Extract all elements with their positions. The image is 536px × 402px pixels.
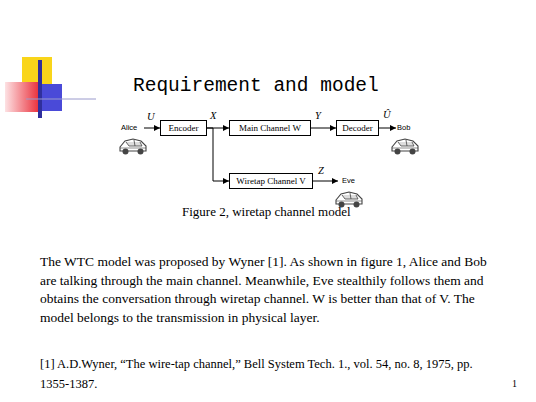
- party-name: Eve: [342, 176, 355, 185]
- channel-box: Wiretap Channel V: [229, 173, 313, 189]
- box-label: Encoder: [169, 123, 199, 133]
- car-icon: [120, 139, 146, 155]
- signal-name: X: [210, 109, 216, 122]
- signal-name: Z: [318, 164, 324, 177]
- channel-box: Encoder: [160, 120, 207, 136]
- signal-name: Y: [315, 109, 321, 122]
- red-gradient-square: [5, 82, 42, 112]
- car-icon: [392, 139, 418, 155]
- reference-note: [1] A.D.Wyner, “The wire-tap channel,” B…: [40, 354, 492, 394]
- channel-box: Decoder: [336, 120, 379, 136]
- wiretap-output-arrow: [313, 181, 338, 182]
- signal-arrow: [311, 128, 336, 129]
- party-name: Alice: [121, 123, 137, 132]
- box-label: Wiretap Channel V: [236, 176, 305, 186]
- party-name: Bob: [397, 123, 410, 132]
- blue-bar: [38, 60, 42, 118]
- slide-title: Requirement and model: [133, 74, 379, 98]
- output-arrow: [379, 128, 396, 129]
- figure-caption: Figure 2, wiretap channel model: [182, 204, 351, 220]
- body-paragraph: The WTC model was proposed by Wyner [1].…: [40, 253, 494, 327]
- box-label: Main Channel W: [239, 123, 301, 133]
- channel-box: Main Channel W: [229, 120, 311, 136]
- signal-name: U: [147, 110, 155, 123]
- input-arrow: [144, 128, 160, 129]
- decor-line: [26, 99, 96, 100]
- signal-name: Û: [383, 108, 391, 121]
- signal-arrow: [207, 128, 229, 181]
- box-label: Decoder: [342, 123, 372, 133]
- blue-square: [40, 84, 62, 111]
- page-number: 1: [512, 378, 517, 390]
